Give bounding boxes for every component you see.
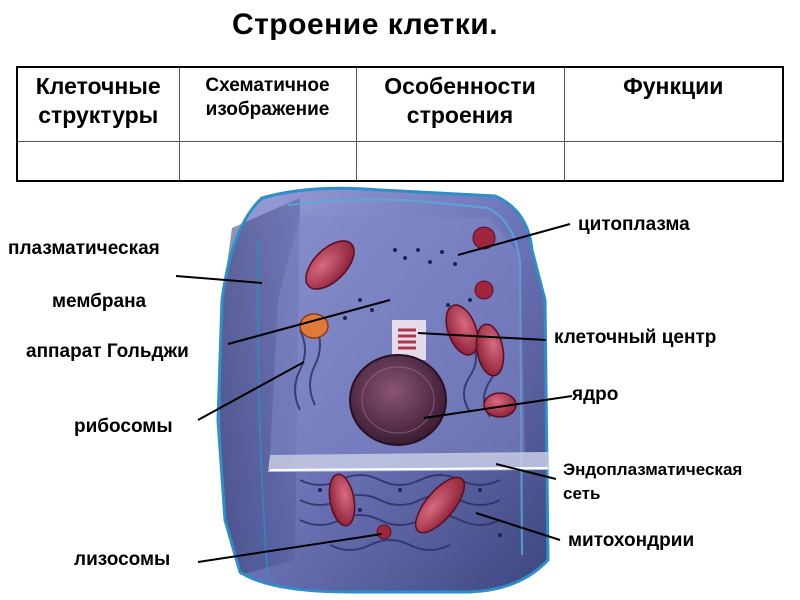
label-mitochondria: митохондрии — [568, 530, 695, 551]
label-er-line1: Эндоплазматическая — [563, 460, 743, 479]
golgi-apparatus — [299, 313, 329, 339]
label-nucleus: ядро — [572, 384, 619, 405]
page-title: Строение клетки. — [231, 8, 499, 41]
label-golgi: аппарат Гольджи — [26, 341, 189, 362]
nucleus — [349, 354, 447, 446]
label-cell-center: клеточный центр — [554, 327, 717, 348]
lysosomes — [376, 226, 496, 540]
table-cell[interactable] — [355, 140, 565, 181]
structure-table: Клеточные структуры Схематичное изображе… — [16, 66, 784, 182]
label-cytoplasm: цитоплазма — [578, 214, 690, 235]
header-schematic: Схематичное изображение — [178, 66, 357, 142]
header-functions: Функции — [563, 66, 784, 142]
label-plasma-membrane-line1: плазматическая — [8, 238, 160, 259]
pointer-lines — [175, 223, 573, 563]
table-cell[interactable] — [563, 140, 784, 181]
table-row — [16, 140, 784, 181]
header-structures: Клеточные структуры — [16, 66, 180, 142]
label-ribosomes: рибосомы — [74, 416, 173, 437]
label-er-line2: сеть — [563, 484, 601, 503]
table-header-row: Клеточные структуры Схематичное изображе… — [16, 66, 784, 142]
label-plasma-membrane-line2: мембрана — [52, 291, 147, 312]
cell-center — [392, 320, 426, 360]
label-lysosomes: лизосомы — [74, 549, 171, 570]
ribosomes — [318, 248, 502, 537]
table-cell[interactable] — [16, 140, 180, 181]
